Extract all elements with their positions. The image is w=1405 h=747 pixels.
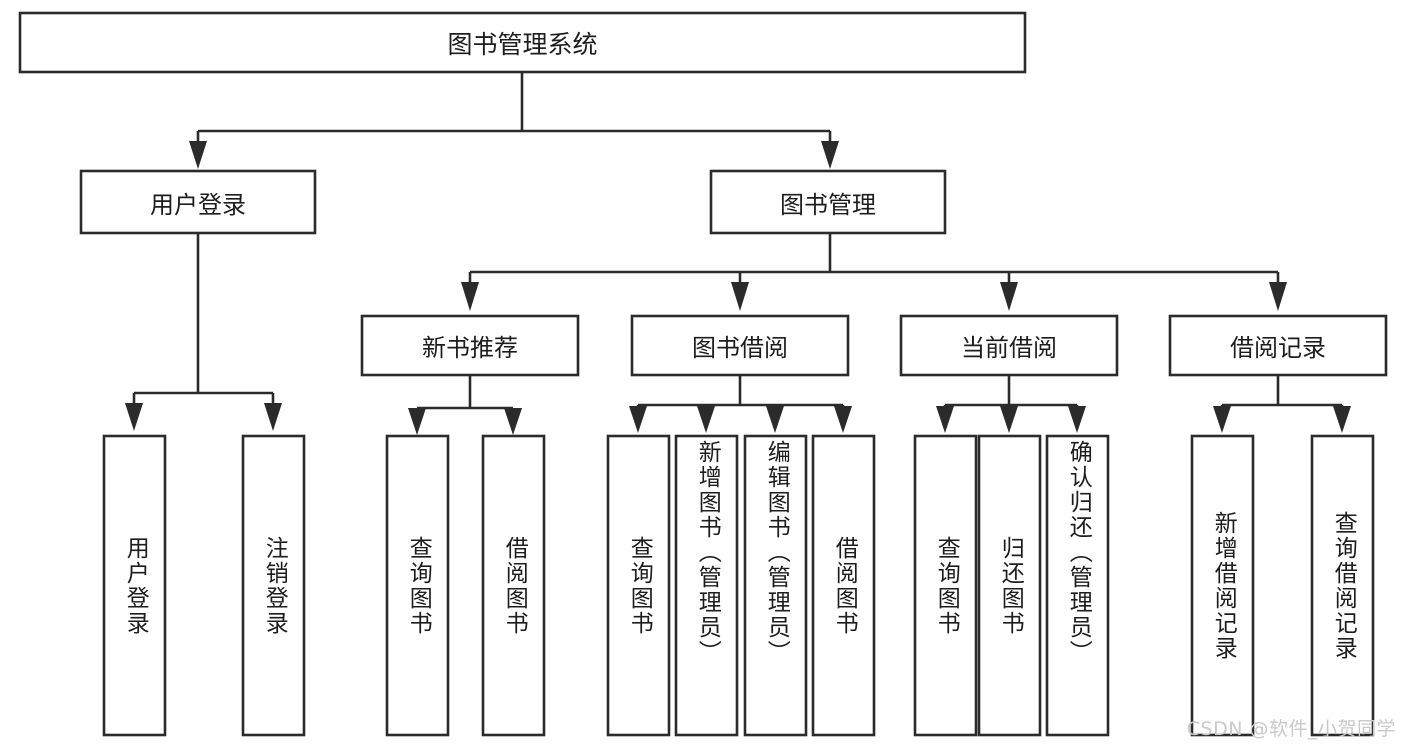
node-box-leaf-borrow-book-1[interactable] — [481, 434, 546, 737]
connector-group-user-login — [125, 233, 282, 431]
connector-group-borrow-record — [1213, 375, 1351, 433]
node-box-leaf-query-record[interactable] — [1310, 434, 1375, 737]
arrow-head-leaf-add-book — [697, 406, 715, 433]
arrow-head-leaf-query-record — [1333, 406, 1351, 433]
node-box-leaf-edit-book[interactable] — [743, 434, 808, 737]
arrow-head-leaf-query-book-3 — [936, 406, 954, 433]
arrow-head-leaf-edit-book — [766, 406, 784, 433]
node-box-root[interactable] — [18, 11, 1027, 74]
arrow-head-leaf-user-login — [125, 403, 143, 431]
connector-group-current-borrow — [936, 375, 1086, 433]
node-box-leaf-add-book[interactable] — [674, 434, 739, 737]
node-box-book-borrow[interactable] — [630, 314, 850, 377]
node-box-leaf-user-login[interactable] — [102, 434, 167, 737]
arrow-head-new-book-recommend — [461, 282, 479, 311]
arrow-head-book-borrow — [731, 282, 749, 311]
arrow-head-borrow-record — [1269, 282, 1287, 311]
node-box-new-book-recommend[interactable] — [360, 314, 580, 377]
arrow-head-leaf-confirm-return — [1068, 406, 1086, 433]
node-box-leaf-query-book-1[interactable] — [385, 434, 450, 737]
node-box-book-management[interactable] — [709, 169, 947, 235]
connector-group-book-borrow — [629, 375, 852, 433]
arrow-head-leaf-add-record — [1213, 406, 1231, 433]
node-box-leaf-return-book[interactable] — [977, 434, 1042, 737]
node-box-leaf-query-book-2[interactable] — [606, 434, 671, 737]
node-box-leaf-add-record[interactable] — [1190, 434, 1255, 737]
arrow-head-leaf-borrow-book-2 — [834, 406, 852, 433]
node-box-leaf-logout-login[interactable] — [241, 434, 306, 737]
node-box-leaf-borrow-book-2[interactable] — [811, 434, 876, 737]
node-box-leaf-query-book-3[interactable] — [913, 434, 978, 737]
node-box-borrow-record[interactable] — [1168, 314, 1388, 377]
arrow-head-book-management — [821, 141, 839, 169]
watermark-text: CSDN @软件_小贺同学 — [1186, 718, 1396, 740]
connector-group-new-book-recommend — [408, 375, 522, 435]
arrow-head-user-login — [189, 141, 207, 169]
arrow-head-leaf-query-book-2 — [629, 406, 647, 433]
connector-group-root — [189, 72, 839, 169]
node-box-leaf-confirm-return[interactable] — [1045, 434, 1110, 737]
arrow-head-current-borrow — [1000, 282, 1018, 311]
arrow-head-leaf-logout-login — [264, 403, 282, 431]
arrow-head-leaf-query-book-1 — [408, 408, 426, 435]
node-box-current-borrow[interactable] — [899, 314, 1119, 377]
arrow-head-leaf-borrow-book-1 — [504, 408, 522, 435]
connector-group-book-management — [461, 233, 1287, 311]
arrow-head-leaf-return-book — [1000, 406, 1018, 433]
node-box-user-login[interactable] — [79, 169, 317, 235]
